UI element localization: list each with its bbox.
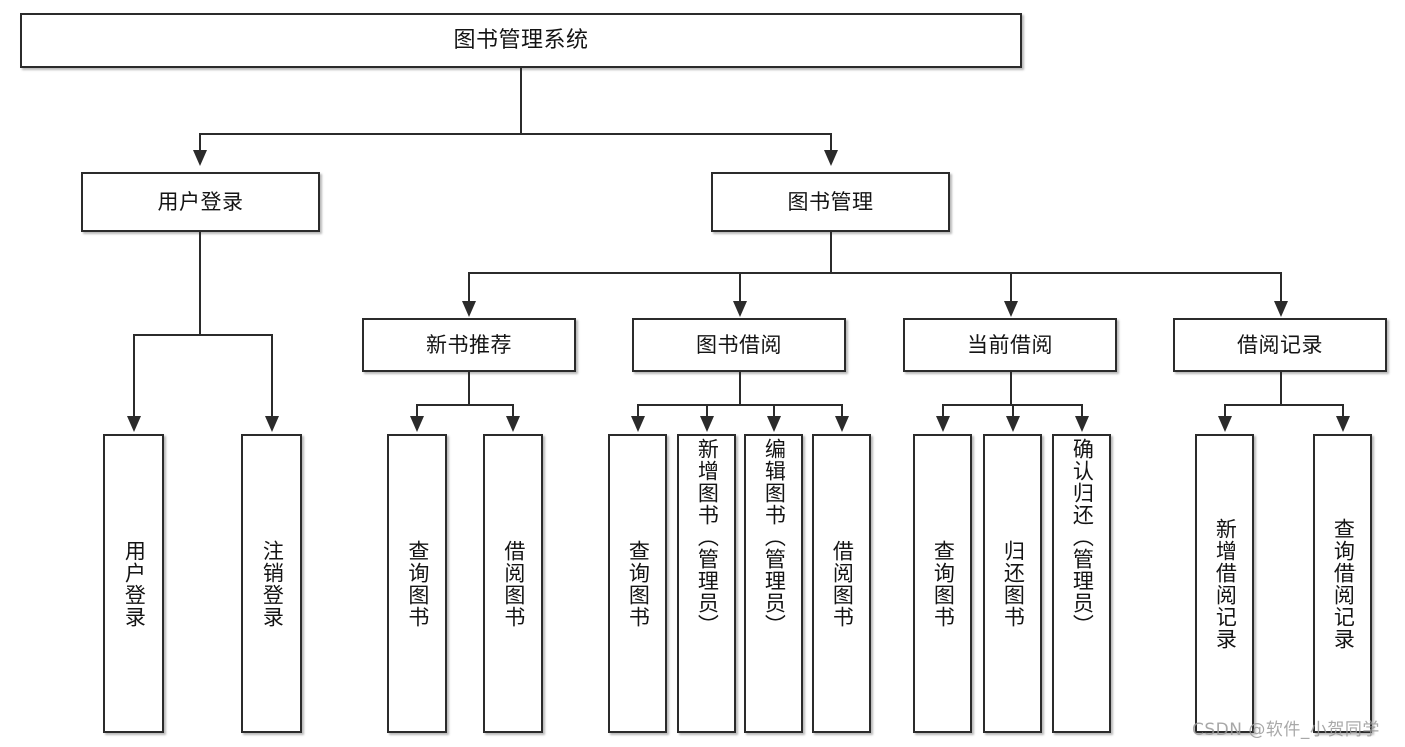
leaf-user-logout-label: 注销登录: [260, 539, 285, 628]
leaf-confirm-return[interactable]: 确认归还（管理员）: [1052, 434, 1111, 733]
node-current-borrow[interactable]: 当前借阅: [903, 318, 1117, 372]
leaf-confirm-return-label: 确认归还（管理员）: [1070, 438, 1095, 636]
connector-current-borrow-to-leaf-3: [1081, 404, 1083, 417]
arrow-root-to-user-login: [193, 150, 207, 166]
arrow-root-to-book-manage: [824, 150, 838, 166]
leaf-borrow-book-1[interactable]: 借阅图书: [483, 434, 543, 733]
connector-new-book-rec-bus: [416, 404, 513, 406]
node-root[interactable]: 图书管理系统: [20, 13, 1022, 68]
arrow-book-manage-to-l3-3: [1004, 301, 1018, 317]
connector-book-manage-to-l3-3: [1010, 272, 1012, 302]
connector-root-to-book-manage: [830, 133, 832, 151]
connector-new-book-rec-to-leaf-2: [512, 404, 514, 417]
arrow-current-borrow-to-leaf-3: [1075, 416, 1089, 432]
leaf-user-login[interactable]: 用户登录: [103, 434, 164, 733]
leaf-edit-book[interactable]: 编辑图书（管理员）: [744, 434, 803, 733]
arrow-book-manage-to-l3-2: [733, 301, 747, 317]
connector-book-borrow-to-leaf-2: [706, 404, 708, 417]
arrow-book-borrow-to-leaf-2: [700, 416, 714, 432]
arrow-book-manage-to-l3-4: [1274, 301, 1288, 317]
csdn-watermark: CSDN @软件_小贺同学: [1192, 720, 1380, 740]
node-new-book-rec-label: 新书推荐: [426, 332, 512, 357]
connector-current-borrow-stem: [1010, 372, 1012, 406]
leaf-add-record[interactable]: 新增借阅记录: [1195, 434, 1254, 733]
leaf-user-login-label: 用户登录: [122, 539, 147, 628]
leaf-add-book-label: 新增图书（管理员）: [695, 438, 720, 636]
connector-book-manage-to-l3-4: [1280, 272, 1282, 302]
arrow-book-borrow-to-leaf-1: [631, 416, 645, 432]
connector-user-login-stem: [199, 232, 201, 335]
connector-book-borrow-bus: [637, 404, 842, 406]
connector-book-borrow-to-leaf-3: [773, 404, 775, 417]
leaf-return-book[interactable]: 归还图书: [983, 434, 1042, 733]
connector-root-to-user-login: [199, 133, 201, 151]
leaf-query-record-label: 查询借阅记录: [1331, 517, 1356, 650]
connector-current-borrow-to-leaf-2: [1012, 404, 1014, 417]
connector-borrow-record-to-leaf-2: [1342, 404, 1344, 417]
leaf-query-book-3-label: 查询图书: [931, 539, 956, 628]
connector-new-book-rec-stem: [468, 372, 470, 406]
connector-root-stem: [520, 68, 522, 134]
arrow-current-borrow-to-leaf-1: [936, 416, 950, 432]
node-book-borrow-label: 图书借阅: [696, 332, 782, 357]
connector-book-manage-bus: [468, 272, 1280, 274]
connector-book-manage-to-l3-1: [468, 272, 470, 302]
arrow-new-book-rec-to-leaf-2: [506, 416, 520, 432]
connector-book-manage-to-l3-2: [739, 272, 741, 302]
leaf-borrow-book-2[interactable]: 借阅图书: [812, 434, 871, 733]
arrow-book-manage-to-l3-1: [462, 301, 476, 317]
connector-user-login-to-leaf-1: [133, 334, 135, 417]
connector-user-login-to-leaf-2: [271, 334, 273, 417]
node-root-label: 图书管理系统: [453, 27, 589, 53]
leaf-add-record-label: 新增借阅记录: [1213, 517, 1238, 650]
leaf-user-logout[interactable]: 注销登录: [241, 434, 302, 733]
leaf-borrow-book-1-label: 借阅图书: [501, 539, 526, 628]
node-borrow-record-label: 借阅记录: [1237, 332, 1323, 357]
leaf-query-book-2[interactable]: 查询图书: [608, 434, 667, 733]
connector-user-login-bus: [133, 334, 271, 336]
node-borrow-record[interactable]: 借阅记录: [1173, 318, 1387, 372]
arrow-user-login-to-leaf-1: [127, 416, 141, 432]
connector-borrow-record-to-leaf-1: [1224, 404, 1226, 417]
arrow-new-book-rec-to-leaf-1: [410, 416, 424, 432]
connector-borrow-record-bus: [1224, 404, 1343, 406]
leaf-query-book-1[interactable]: 查询图书: [387, 434, 447, 733]
leaf-query-book-3[interactable]: 查询图书: [913, 434, 972, 733]
connector-book-manage-stem: [830, 232, 832, 274]
connector-book-borrow-stem: [739, 372, 741, 406]
leaf-add-book[interactable]: 新增图书（管理员）: [677, 434, 736, 733]
connector-book-borrow-to-leaf-1: [637, 404, 639, 417]
arrow-borrow-record-to-leaf-2: [1336, 416, 1350, 432]
arrow-borrow-record-to-leaf-1: [1218, 416, 1232, 432]
node-user-login[interactable]: 用户登录: [81, 172, 320, 232]
connector-new-book-rec-to-leaf-1: [416, 404, 418, 417]
arrow-current-borrow-to-leaf-2: [1006, 416, 1020, 432]
connector-root-bus: [199, 133, 832, 135]
leaf-borrow-book-2-label: 借阅图书: [830, 539, 855, 628]
arrow-book-borrow-to-leaf-3: [767, 416, 781, 432]
node-book-manage[interactable]: 图书管理: [711, 172, 950, 232]
connector-borrow-record-stem: [1280, 372, 1282, 406]
leaf-edit-book-label: 编辑图书（管理员）: [762, 438, 787, 636]
node-book-manage-label: 图书管理: [787, 189, 874, 214]
node-book-borrow[interactable]: 图书借阅: [632, 318, 846, 372]
connector-current-borrow-to-leaf-1: [942, 404, 944, 417]
connector-book-borrow-to-leaf-4: [841, 404, 843, 417]
arrow-book-borrow-to-leaf-4: [835, 416, 849, 432]
arrow-user-login-to-leaf-2: [265, 416, 279, 432]
leaf-return-book-label: 归还图书: [1001, 539, 1026, 628]
leaf-query-book-2-label: 查询图书: [626, 539, 651, 628]
leaf-query-book-1-label: 查询图书: [405, 539, 430, 628]
leaf-query-record[interactable]: 查询借阅记录: [1313, 434, 1372, 733]
node-user-login-label: 用户登录: [157, 189, 244, 214]
node-current-borrow-label: 当前借阅: [967, 332, 1053, 357]
node-new-book-rec[interactable]: 新书推荐: [362, 318, 576, 372]
